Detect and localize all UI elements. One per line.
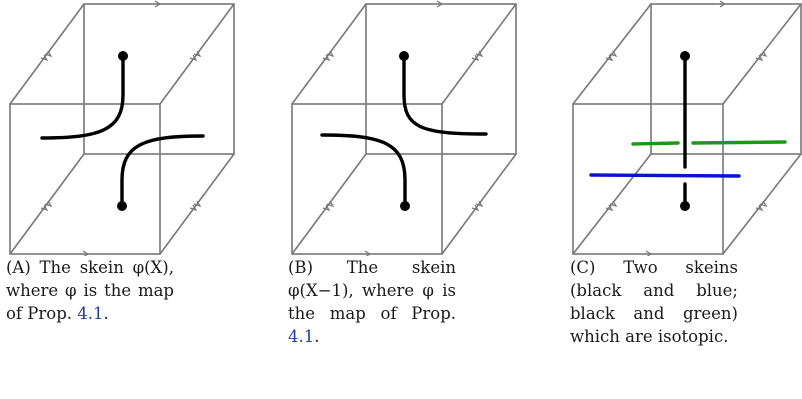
edge-double-arrow: [189, 50, 202, 62]
skein-upper-arc: [40, 54, 125, 140]
edge-double-arrow: [40, 50, 53, 62]
cube-front-face: [572, 103, 724, 255]
skein-endpoint: [680, 201, 690, 211]
edge-arrow: [436, 0, 444, 8]
cube-edge: [572, 153, 652, 255]
prop-reference-link[interactable]: 4.1: [77, 304, 104, 323]
cube-edge: [291, 153, 367, 255]
edge-double-arrow: [322, 50, 335, 62]
cube-edge: [441, 3, 517, 105]
green-skein-right: [691, 140, 787, 145]
cube-front-face: [9, 103, 161, 255]
skein-lower-arc: [120, 134, 205, 207]
edge-arrow: [154, 0, 162, 8]
edge-double-arrow: [605, 50, 618, 62]
caption-c: (C) Two skeins (black and blue; black an…: [570, 256, 738, 348]
cube-edge: [572, 3, 652, 105]
cube-back-face: [83, 3, 235, 155]
edge-double-arrow: [471, 200, 484, 212]
figure-a-diagram: [9, 0, 235, 256]
edge-double-arrow: [755, 50, 768, 62]
edge-double-arrow: [471, 50, 484, 62]
caption-period: .: [314, 327, 320, 346]
figure-b-diagram: [291, 0, 517, 256]
edge-arrow: [364, 250, 372, 256]
skein-endpoint: [117, 201, 127, 211]
cube-edge: [159, 3, 235, 105]
cube-edge: [722, 3, 802, 105]
edge-double-arrow: [189, 200, 202, 212]
skein-endpoint: [399, 51, 409, 61]
caption-text: Two skeins (black and blue; black and gr…: [570, 258, 739, 346]
edge-arrow: [82, 250, 90, 256]
caption-label: (B): [288, 258, 313, 277]
edge-double-arrow: [322, 200, 335, 212]
figure-c: [563, 0, 802, 256]
skein-lower-arc: [320, 133, 407, 207]
blue-skein: [589, 173, 741, 178]
figure-c-diagram: [572, 0, 802, 256]
edge-arrow: [719, 0, 727, 8]
skein-endpoint: [400, 201, 410, 211]
skein-endpoint: [118, 51, 128, 61]
cube-edge: [441, 153, 517, 255]
cube-edge: [9, 3, 85, 105]
edge-double-arrow: [755, 200, 768, 212]
cube-edge: [9, 153, 85, 255]
green-skein-left: [631, 141, 680, 146]
caption-a: (A) The skein φ(X), where φ is the map o…: [6, 256, 174, 325]
edge-double-arrow: [605, 200, 618, 212]
caption-text: The skein φ(X−1), where φ is the map of …: [288, 258, 456, 323]
edge-double-arrow: [40, 200, 53, 212]
caption-b: (B) The skein φ(X−1), where φ is the map…: [288, 256, 456, 348]
cube-edge: [722, 153, 802, 255]
cube-edge: [291, 3, 367, 105]
edge-arrow: [645, 250, 653, 256]
cube-back-face: [650, 3, 802, 155]
skein-upper-arc: [402, 54, 488, 136]
figure-a: [0, 0, 260, 256]
caption-label: (A): [6, 258, 31, 277]
skein-endpoint: [680, 51, 690, 61]
figure-b: [282, 0, 542, 256]
caption-label: (C): [570, 258, 596, 277]
cube-front-face: [291, 103, 443, 255]
prop-reference-link[interactable]: 4.1: [288, 327, 315, 346]
caption-text: The skein φ(X), where φ is the map of Pr…: [6, 258, 174, 323]
cube-edge: [159, 153, 235, 255]
caption-period: .: [103, 304, 109, 323]
